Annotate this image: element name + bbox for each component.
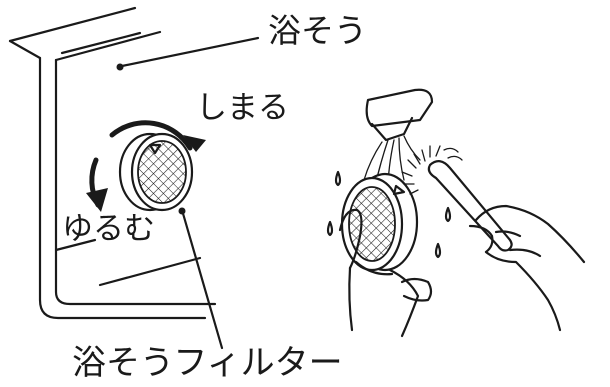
filter-being-cleaned	[340, 172, 419, 272]
left-hand	[338, 208, 433, 338]
filter-label: 浴そうフィルター	[72, 343, 343, 383]
loosen-label: ゆるむ	[62, 211, 155, 247]
bathtub-label: 浴そう	[268, 11, 367, 50]
tub-leader	[116, 36, 260, 71]
water-drops	[326, 170, 452, 259]
filter-on-tub	[118, 132, 194, 212]
faucet	[365, 88, 434, 142]
tighten-label: しまる	[196, 90, 289, 126]
filter-leader	[178, 207, 224, 350]
bathtub-wall	[8, 6, 217, 320]
toothbrush	[401, 145, 513, 252]
right-hand	[468, 204, 586, 332]
rotation-arrows	[86, 120, 206, 212]
